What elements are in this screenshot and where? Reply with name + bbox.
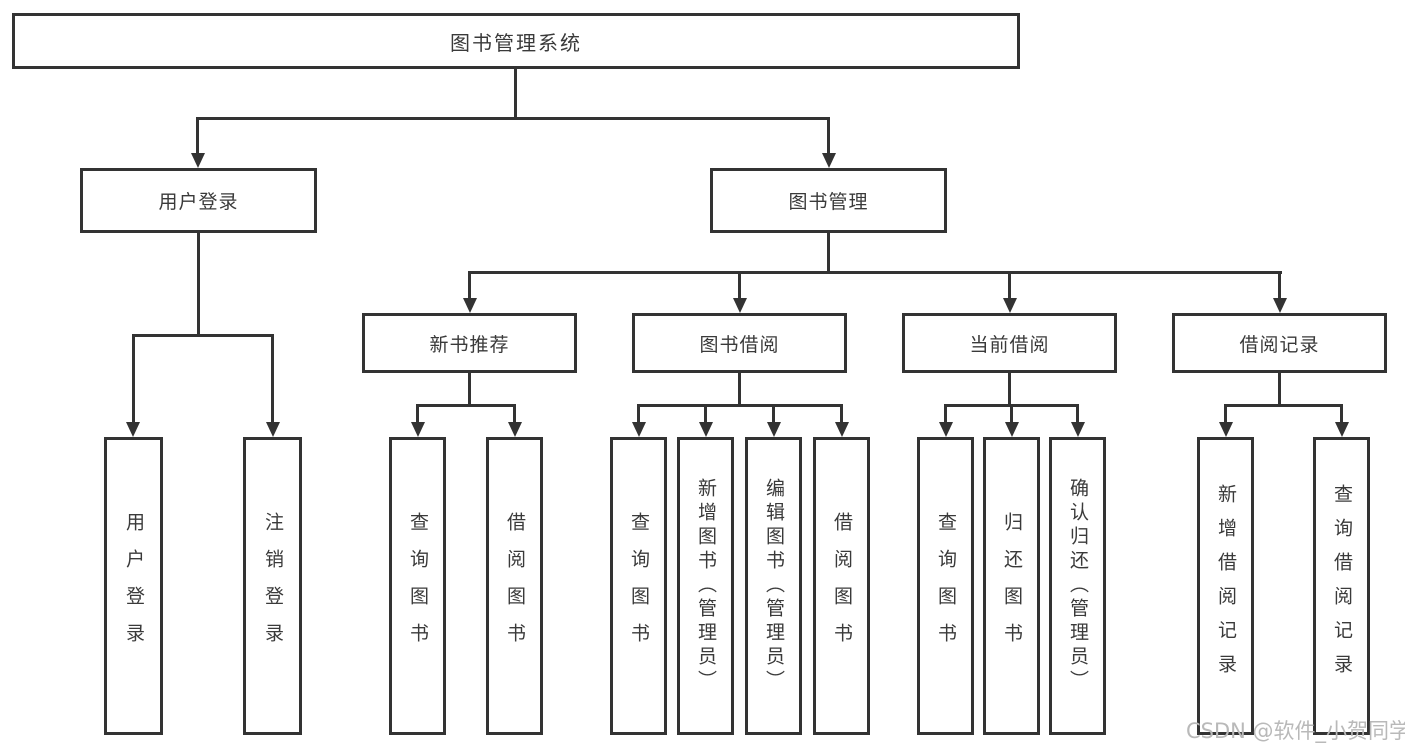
node-login-label: 用户登录: [123, 512, 145, 660]
connector-bookmgmt-hbar: [468, 271, 1282, 274]
connector-root-hbar: [196, 117, 830, 120]
node-book-borrow: 图书借阅: [632, 313, 847, 373]
arrowhead-logout: [266, 422, 280, 437]
node-new-book: 新书推荐: [362, 313, 577, 373]
node-bb-query-label: 查询图书: [628, 512, 650, 660]
node-rc-add: 新增借阅记录: [1197, 437, 1254, 735]
connector-records-stem: [1278, 271, 1281, 300]
connector-nbquery-stem: [416, 404, 419, 424]
node-cb-query-label: 查询图书: [935, 512, 957, 660]
connector-login-stem: [132, 334, 135, 424]
node-book-management: 图书管理: [710, 168, 947, 233]
connector-newbook-down: [468, 372, 471, 407]
node-cb-query: 查询图书: [917, 437, 974, 735]
connector-bookborrow-hbar: [637, 404, 843, 407]
connector-nbborrow-stem: [513, 404, 516, 424]
node-current-borrow-label: 当前借阅: [969, 333, 1050, 356]
node-book-borrow-label: 图书借阅: [699, 333, 780, 356]
node-nb-borrow-label: 借阅图书: [504, 512, 526, 660]
arrowhead-userlogin: [191, 153, 205, 168]
node-bb-borrow: 借阅图书: [813, 437, 870, 735]
node-book-management-label: 图书管理: [788, 191, 869, 213]
node-bb-query: 查询图书: [610, 437, 667, 735]
connector-records-down: [1278, 372, 1281, 407]
node-nb-borrow: 借阅图书: [486, 437, 543, 735]
connector-bookmgmt-stem: [827, 117, 830, 155]
node-nb-query: 查询图书: [389, 437, 446, 735]
node-root-label: 图书管理系统: [450, 30, 582, 55]
node-logout-label: 注销登录: [262, 512, 284, 660]
connector-bookmgmt-down: [827, 232, 830, 274]
node-rc-add-label: 新增借阅记录: [1215, 484, 1237, 688]
node-cb-confirm: 确认归还（管理员）: [1049, 437, 1106, 735]
connector-rcquery-stem: [1340, 404, 1343, 424]
node-cb-return: 归还图书: [983, 437, 1040, 735]
arrowhead-currentborrow: [1003, 298, 1017, 313]
node-new-book-label: 新书推荐: [429, 333, 510, 356]
arrowhead-cbreturn: [1005, 422, 1019, 437]
node-bb-edit: 编辑图书（管理员）: [745, 437, 802, 735]
arrowhead-nbborrow: [508, 422, 522, 437]
arrowhead-newbook: [463, 298, 477, 313]
arrowhead-cbquery: [939, 422, 953, 437]
connector-bbedit-stem: [772, 404, 775, 424]
arrowhead-records: [1273, 298, 1287, 313]
connector-newbook-stem: [468, 271, 471, 300]
node-bb-add-label: 新增图书（管理员）: [695, 478, 717, 694]
arrowhead-bbborrow: [835, 422, 849, 437]
node-rc-query-label: 查询借阅记录: [1331, 484, 1353, 688]
node-login: 用户登录: [104, 437, 163, 735]
connector-rcadd-stem: [1224, 404, 1227, 424]
node-borrow-records: 借阅记录: [1172, 313, 1387, 373]
node-bb-edit-label: 编辑图书（管理员）: [763, 478, 785, 694]
connector-userlogin-down: [197, 232, 200, 337]
node-cb-return-label: 归还图书: [1001, 512, 1023, 660]
arrowhead-login: [126, 422, 140, 437]
connector-bbadd-stem: [704, 404, 707, 424]
connector-userlogin-stem: [196, 117, 199, 155]
node-bb-borrow-label: 借阅图书: [831, 512, 853, 660]
node-logout: 注销登录: [243, 437, 302, 735]
node-user-login: 用户登录: [80, 168, 317, 233]
node-user-login-label: 用户登录: [158, 191, 239, 213]
node-borrow-records-label: 借阅记录: [1239, 333, 1320, 356]
connector-bbborrow-stem: [840, 404, 843, 424]
connector-cbquery-stem: [944, 404, 947, 424]
connector-currentborrow-stem: [1008, 271, 1011, 300]
node-cb-confirm-label: 确认归还（管理员）: [1067, 478, 1089, 694]
arrowhead-bookmgmt: [822, 153, 836, 168]
csdn-watermark: CSDN @软件_小贺同学: [1186, 719, 1405, 743]
arrowhead-bbadd: [699, 422, 713, 437]
node-root: 图书管理系统: [12, 13, 1020, 69]
arrowhead-bookborrow: [733, 298, 747, 313]
connector-logout-stem: [271, 334, 274, 424]
node-rc-query: 查询借阅记录: [1313, 437, 1370, 735]
arrowhead-cbconfirm: [1071, 422, 1085, 437]
connector-root-stem: [514, 68, 517, 120]
connector-userlogin-hbar: [132, 334, 274, 337]
arrowhead-bbedit: [767, 422, 781, 437]
arrowhead-rcquery: [1335, 422, 1349, 437]
connector-bookborrow-down: [738, 372, 741, 407]
node-nb-query-label: 查询图书: [407, 512, 429, 660]
connector-cbreturn-stem: [1010, 404, 1013, 424]
connector-currentborrow-down: [1008, 372, 1011, 407]
node-bb-add: 新增图书（管理员）: [677, 437, 734, 735]
arrowhead-nbquery: [411, 422, 425, 437]
connector-newbook-hbar: [416, 404, 516, 407]
connector-cbconfirm-stem: [1076, 404, 1079, 424]
arrowhead-bbquery: [632, 422, 646, 437]
connector-bookborrow-stem: [738, 271, 741, 300]
arrowhead-rcadd: [1219, 422, 1233, 437]
connector-bbquery-stem: [637, 404, 640, 424]
node-current-borrow: 当前借阅: [902, 313, 1117, 373]
connector-records-hbar: [1224, 404, 1343, 407]
